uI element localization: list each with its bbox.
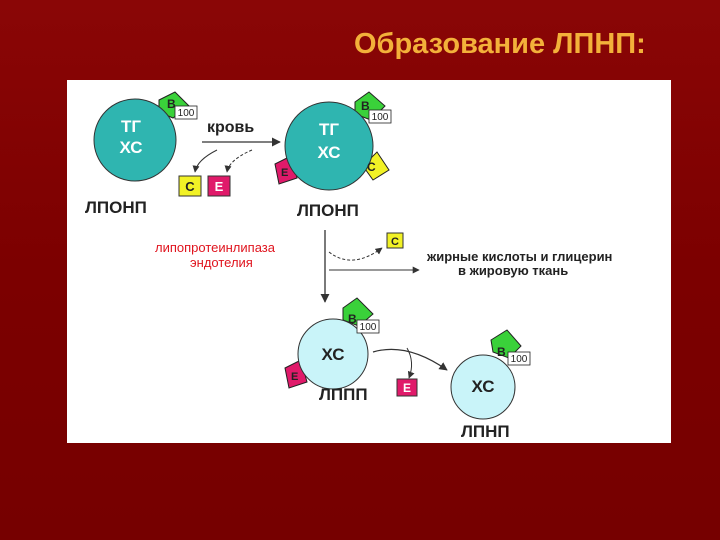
vldl1-apo-b100: 100 <box>178 108 195 119</box>
idl-apo-e-label: Е <box>291 371 298 383</box>
idl-chol: ХС <box>322 345 345 364</box>
apo-c-released-label: С <box>391 236 399 248</box>
vldl1-apo-b100-box <box>174 105 198 120</box>
vldl2-chol: ХС <box>318 143 341 162</box>
vldl2-particle <box>284 101 374 191</box>
idl-apo-b-label: В <box>348 312 357 326</box>
apo-c-free <box>178 175 202 197</box>
products-line2: в жировую ткань <box>458 263 568 278</box>
idl-apo-b100: 100 <box>360 322 377 333</box>
enzyme-line2: эндотелия <box>190 255 253 270</box>
diagram-svg: ТГ ХС В 100 ЛПОНП С Е кровь ТГ ХС В <box>85 91 612 441</box>
apo-e-release-arrow <box>406 347 415 379</box>
apo-e-transfer-arrow <box>224 149 253 173</box>
ldl-apo-b-label: В <box>497 345 506 359</box>
vldl2-tg: ТГ <box>319 120 339 139</box>
vldl1-label: ЛПОНП <box>85 198 147 217</box>
apo-e-released <box>396 378 418 397</box>
ldl-apo-b100: 100 <box>511 354 528 365</box>
vldl2-apo-c-label: С <box>367 160 376 174</box>
vldl2-apo-b100-box <box>368 109 392 124</box>
vldl2-label: ЛПОНП <box>297 201 359 220</box>
vldl1-chol: ХС <box>120 138 143 157</box>
ldl-label: ЛПНП <box>461 422 510 441</box>
idl-to-ldl-arrow <box>372 348 448 371</box>
slide-title: Образование ЛПНП: <box>354 28 646 60</box>
apo-c-released <box>386 232 404 249</box>
enzyme-line1: липопротеинлипаза <box>155 240 276 255</box>
vldl2-apo-e-label: Е <box>281 167 288 179</box>
vldl1-apo-b-label: В <box>167 97 176 111</box>
ldl-apo-b100-box <box>507 351 531 366</box>
idl-particle <box>297 318 369 390</box>
ldl-particle <box>450 354 516 420</box>
vldl2-apo-b100: 100 <box>372 112 389 123</box>
apo-e-free-label: Е <box>215 179 224 194</box>
idl-apo-b100-box <box>356 319 380 334</box>
vldl2-apo-b-label: В <box>361 99 370 113</box>
apo-c-vldl2 <box>362 151 390 181</box>
blood-label: кровь <box>207 119 254 136</box>
apo-c-release-arrow <box>328 247 383 261</box>
idl-label: ЛППП <box>319 385 368 404</box>
vldl1-particle <box>93 98 177 182</box>
apo-c-transfer-arrow <box>192 149 218 173</box>
ldl-chol: ХС <box>472 377 495 396</box>
apo-e-released-label: Е <box>403 381 411 395</box>
vldl1-tg: ТГ <box>121 117 141 136</box>
apo-e-free <box>207 175 231 197</box>
products-line1: жирные кислоты и глицерин <box>426 249 612 264</box>
apo-c-free-label: С <box>185 179 195 194</box>
diagram-panel: ТГ ХС В 100 ЛПОНП С Е кровь ТГ ХС В <box>67 80 671 443</box>
